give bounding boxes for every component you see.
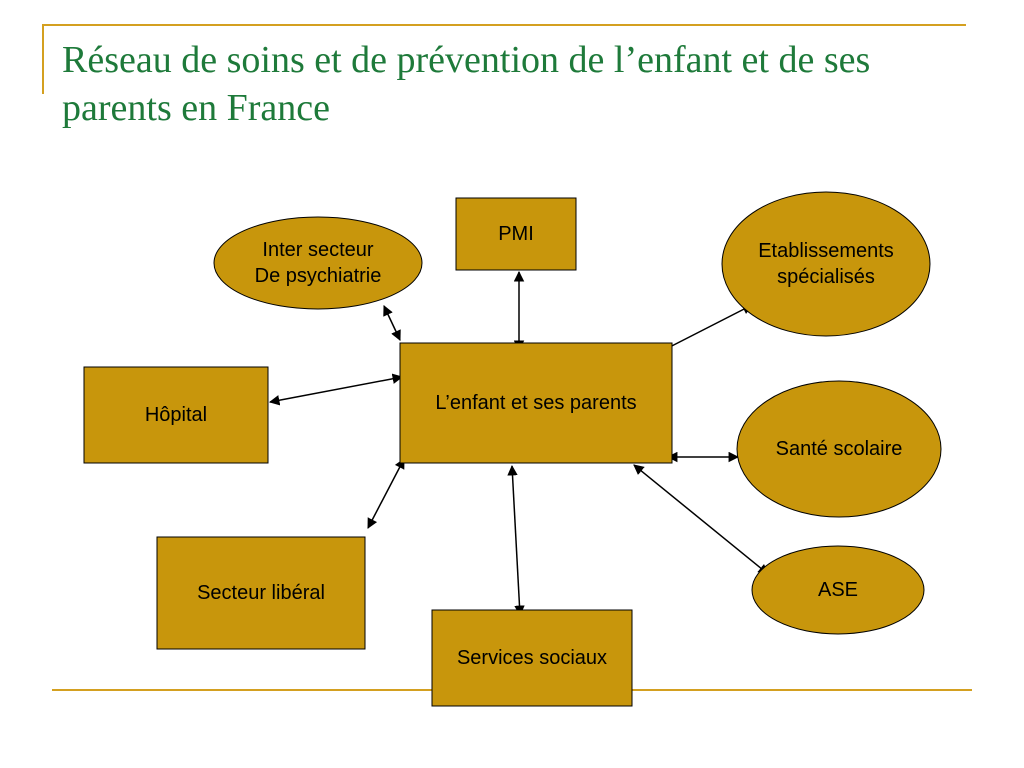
node-etab-shape bbox=[721, 191, 931, 337]
node-liberal-shape bbox=[156, 536, 366, 650]
node-etab-label: spécialisés bbox=[777, 266, 875, 288]
slide-title: Réseau de soins et de prévention de l’en… bbox=[62, 39, 871, 129]
node-pmi: PMI bbox=[455, 197, 577, 271]
title-accent-rule-left bbox=[42, 24, 44, 94]
node-liberal-label: Secteur libéral bbox=[197, 582, 325, 604]
node-inter-shape bbox=[213, 216, 423, 310]
edge-center-inter bbox=[383, 305, 401, 341]
title-accent-rule-top bbox=[42, 24, 966, 26]
node-inter: Inter secteur De psychiatrie bbox=[213, 216, 423, 310]
node-ase: ASE bbox=[751, 545, 925, 635]
node-etab: Etablissements spécialisés bbox=[721, 191, 931, 337]
node-inter-label: De psychiatrie bbox=[255, 265, 382, 287]
node-center: L’enfant et ses parents bbox=[399, 342, 673, 464]
node-inter-label: Inter secteur bbox=[262, 239, 374, 261]
node-services-shape bbox=[431, 609, 633, 707]
node-etab-label: Etablissements bbox=[758, 240, 894, 262]
node-center-label: L’enfant et ses parents bbox=[435, 392, 636, 414]
node-hopital-label: Hôpital bbox=[145, 404, 207, 426]
node-services-label: Services sociaux bbox=[457, 647, 607, 669]
node-pmi-label: PMI bbox=[498, 223, 534, 245]
edge-center-services bbox=[507, 464, 525, 617]
node-ase-shape bbox=[751, 545, 925, 635]
edges-layer bbox=[268, 270, 769, 617]
nodes-layer: L’enfant et ses parents PMI Inter secteurD… bbox=[83, 191, 942, 707]
node-ase-label: ASE bbox=[818, 579, 858, 601]
node-hopital-shape bbox=[83, 366, 269, 464]
edge-center-hopital bbox=[268, 373, 404, 406]
node-sante: Santé scolaire bbox=[736, 380, 942, 518]
edge-center-liberal bbox=[367, 458, 405, 529]
node-pmi-shape bbox=[455, 197, 577, 271]
node-liberal: Secteur libéral bbox=[156, 536, 366, 650]
node-hopital: Hôpital bbox=[83, 366, 269, 464]
node-center-shape bbox=[399, 342, 673, 464]
node-services: Services sociaux bbox=[431, 609, 633, 707]
edge-center-etab bbox=[659, 304, 753, 353]
node-sante-label: Santé scolaire bbox=[776, 438, 903, 460]
node-sante-shape bbox=[736, 380, 942, 518]
edge-center-ase bbox=[633, 464, 769, 575]
